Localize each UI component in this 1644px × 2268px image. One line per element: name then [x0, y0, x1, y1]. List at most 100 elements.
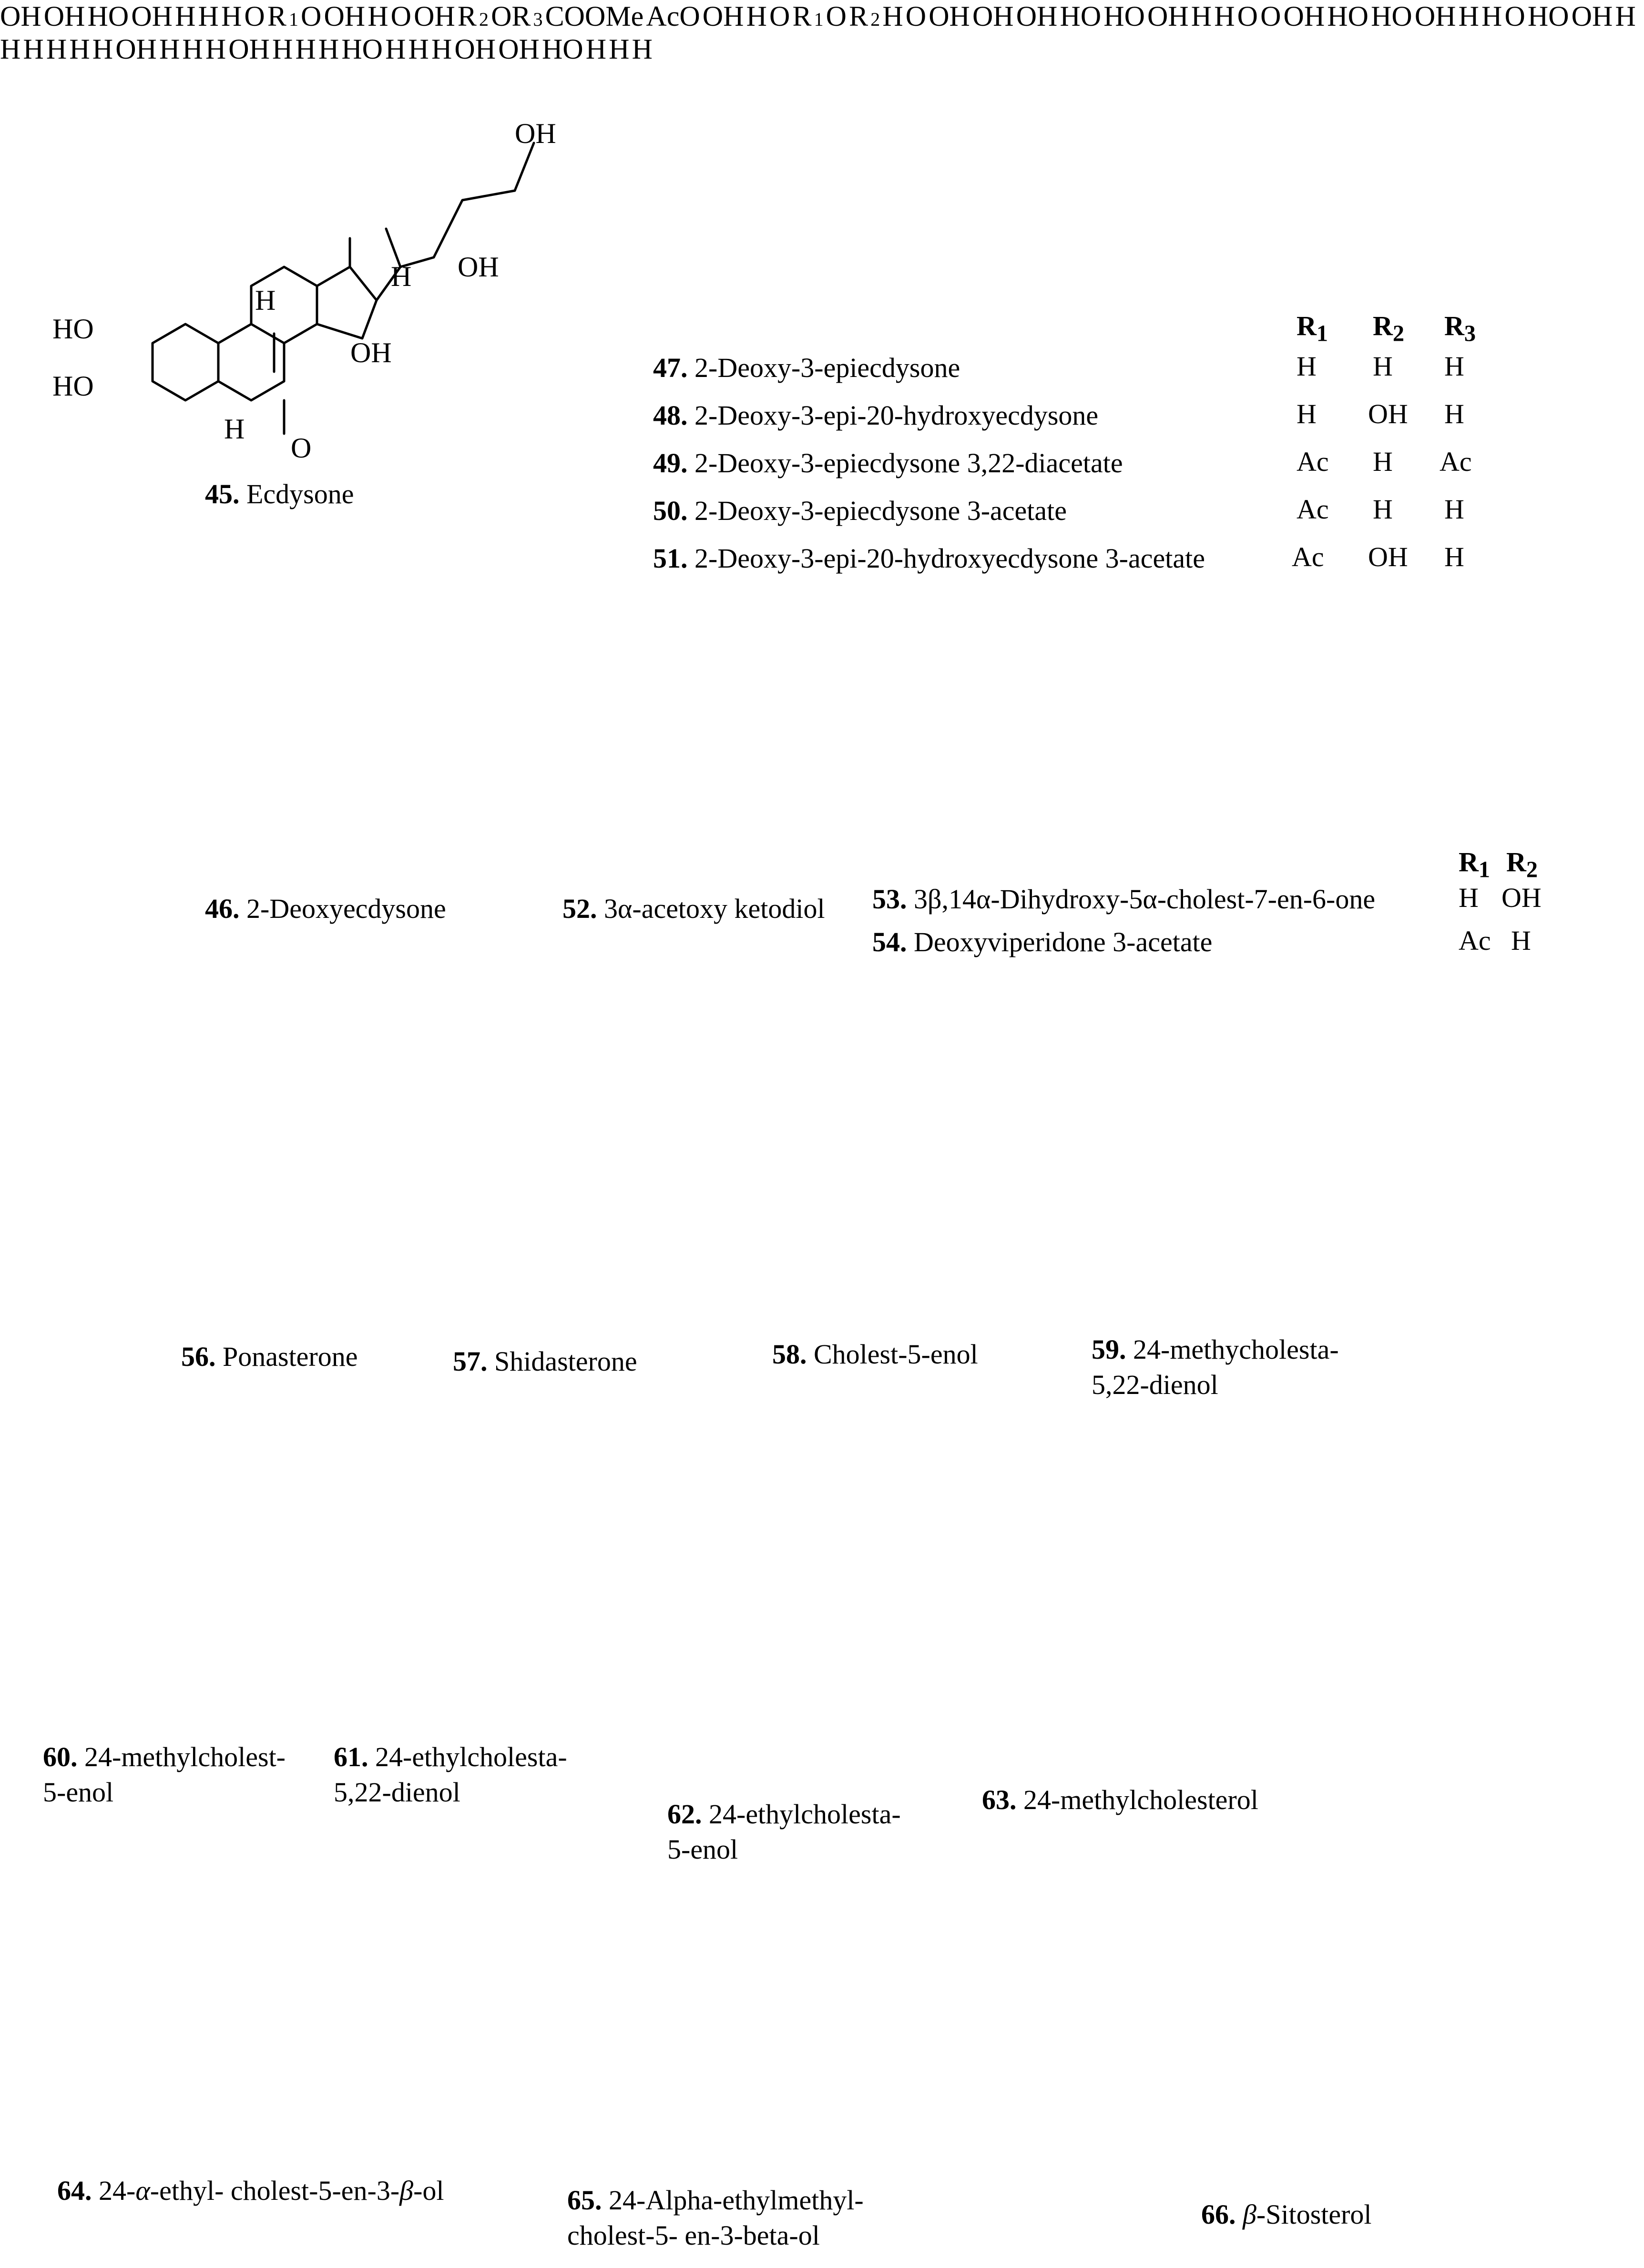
atom-label: H [182, 33, 203, 65]
atom-label: H [609, 33, 630, 65]
atom-label: COOMe [545, 0, 644, 32]
r2-value: OH [1368, 541, 1408, 572]
atom-label: 1 [814, 9, 824, 30]
atom-label: H [1458, 0, 1479, 32]
atom-label: 1 [288, 9, 298, 30]
caption-57: 57. Shidasterone [453, 1346, 637, 1377]
r3-value: H [1444, 541, 1464, 572]
r2-header: R2 [1506, 846, 1538, 883]
structure-63: HO H H H [341, 33, 454, 65]
atom-label: OH [414, 0, 455, 32]
atom-label: R [792, 0, 812, 32]
r1-value: H [1297, 351, 1317, 382]
atom-label: H [224, 413, 245, 445]
atom-label: O [291, 432, 311, 464]
caption-58: 58. Cholest-5-enol [772, 1339, 978, 1370]
atom-label: R [267, 0, 286, 32]
structure-52: COOMe AcO OH H O [545, 0, 793, 32]
structure-45: OH OH HO HO OH H H H O [52, 118, 556, 464]
r3-value: H [1444, 351, 1464, 382]
atom-label: HO [1327, 0, 1368, 32]
atom-label: OH [972, 0, 1014, 32]
atom-label: O [769, 0, 790, 32]
structure-59: OH H H H [0, 0, 1636, 65]
atom-label: HO [541, 33, 583, 65]
atom-label: O [1237, 0, 1258, 32]
atom-label: H [431, 33, 452, 65]
structure-66: HO H H H [542, 33, 653, 65]
atom-label: OH [515, 118, 556, 149]
structure-47-51: R 1 O OH H O OH R 2 OR 3 [267, 0, 545, 32]
atom-label: OH [1147, 0, 1189, 32]
atom-label: H [205, 33, 226, 65]
caption-56: 56. Ponasterone [181, 1341, 358, 1372]
caption-63: 63. 24-methylcholesterol [982, 1784, 1258, 1815]
atom-label: H [0, 33, 21, 65]
atom-label: H [391, 261, 411, 292]
table-row: 48. 2-Deoxy-3-epi-20-hydroxyecdysone [653, 400, 1099, 431]
atom-label: AcO [646, 0, 700, 32]
atom-label: H [175, 0, 196, 32]
atom-label: OH [131, 0, 173, 32]
caption-59: 59. 24-methycholesta-5,22-dienol [1092, 1334, 1339, 1400]
atom-label: HO [1371, 0, 1412, 32]
table-row: 54. Deoxyviperidone 3-acetate [872, 926, 1213, 957]
atom-label: O [826, 0, 847, 32]
atom-label: OH [1016, 0, 1058, 32]
atom-label: H [585, 33, 607, 65]
atom-label: OH [454, 33, 496, 65]
atom-label: H [1615, 0, 1636, 32]
r2-value: H [1373, 494, 1393, 525]
r2-value: OH [1501, 882, 1542, 913]
atom-label: OH [43, 0, 85, 32]
atom-label: HO [87, 0, 129, 32]
structure-53-54: R 1 O R 2 H O [792, 0, 929, 32]
caption-60: 60. 24-methylcholest-5-enol [43, 1741, 286, 1808]
atom-label: H [1191, 0, 1212, 32]
caption-62: 62. 24-ethylcholesta-5-enol [667, 1799, 901, 1865]
atom-label: 3 [533, 9, 543, 30]
atom-label: O [1504, 0, 1525, 32]
atom-label: H [1214, 0, 1235, 32]
r1-value: Ac [1292, 541, 1324, 572]
atom-label: O [1260, 0, 1281, 32]
atom-label: OH [0, 0, 41, 32]
atom-label: H [385, 33, 406, 65]
table-row: 53. 3β,14α-Dihydroxy-5α-cholest-7-en-6-o… [872, 884, 1376, 915]
caption-52: 52. 3α-acetoxy ketodiol [562, 893, 825, 924]
atom-label: R [457, 0, 477, 32]
atom-label: H [295, 33, 316, 65]
atom-label: H [198, 0, 219, 32]
atom-label: HO [341, 33, 383, 65]
atom-label: OH [1283, 0, 1325, 32]
r3-value: H [1444, 494, 1464, 525]
r3-header: R3 [1444, 310, 1476, 346]
r2-value: H [1373, 446, 1393, 477]
structure-57: O OH HO HO OH H H O [1260, 0, 1528, 32]
atom-label: H [408, 33, 429, 65]
caption-66: 66. β-Sitosterol [1201, 2199, 1372, 2230]
table-row: 49. 2-Deoxy-3-epiecdysone 3,22-diacetate [653, 447, 1123, 478]
atom-label: HO [1103, 0, 1145, 32]
r3-value: H [1444, 398, 1464, 429]
atom-label: HO [1060, 0, 1102, 32]
atom-label: OH [1414, 0, 1456, 32]
atom-label: H [318, 33, 339, 65]
atom-label: H [92, 33, 113, 65]
atom-label: H [159, 33, 180, 65]
atom-label: OH [458, 251, 499, 283]
r3-value: Ac [1440, 446, 1472, 477]
atom-label: OH [350, 337, 392, 368]
atom-label: OH [702, 0, 744, 32]
atom-label: H [23, 33, 44, 65]
structure-60: H H H [46, 33, 115, 65]
atom-label: OH [228, 33, 270, 65]
atom-label: OH [498, 33, 540, 65]
caption-65: 65. 24-Alpha-ethylmethyl-cholest-5- en-3… [567, 2185, 864, 2251]
structure-46: OH OH HO OH H H H O [0, 0, 267, 32]
atom-label: HO [1527, 0, 1569, 32]
atom-label: OH [929, 0, 970, 32]
r2-value: H [1511, 925, 1531, 956]
r2-header: R2 [1373, 310, 1405, 346]
